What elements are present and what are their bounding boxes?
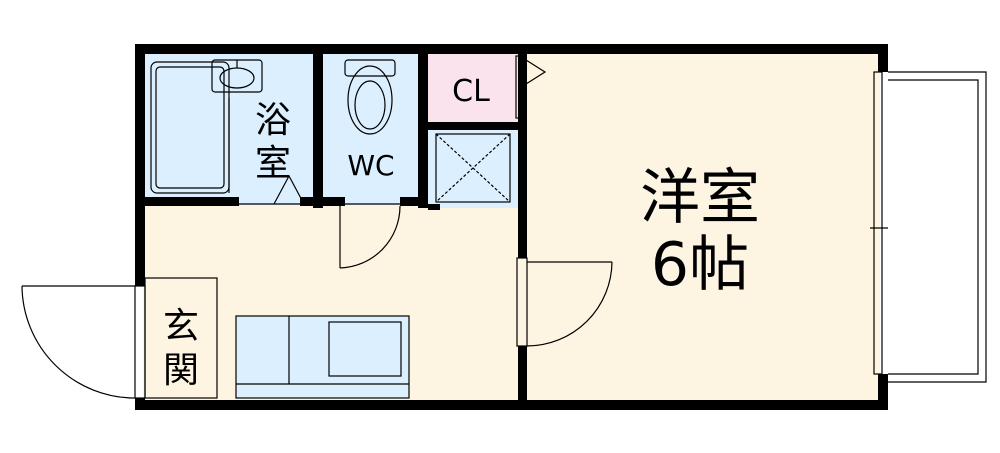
wall-left-upper xyxy=(135,44,145,286)
toilet-seat xyxy=(354,80,386,130)
entrance-door-swing xyxy=(21,285,136,399)
room-door-frame xyxy=(516,257,528,347)
closet-floor xyxy=(428,52,520,124)
wall-bath-bottom-right xyxy=(300,197,345,206)
bath-floor xyxy=(143,52,313,205)
western-room-size: 6帖 xyxy=(651,230,749,300)
bath-door xyxy=(273,174,305,205)
wall-wc-bottom-right xyxy=(400,197,428,206)
bath-label-bottom: 室 xyxy=(255,143,291,184)
wall-right-lower xyxy=(878,374,888,410)
western-room-label: 洋室 xyxy=(640,163,760,233)
balcony-outer xyxy=(888,71,987,383)
wall-right-upper xyxy=(878,44,888,72)
wall-closet-storage xyxy=(428,122,520,130)
wall-top xyxy=(135,44,888,54)
toilet-tank xyxy=(344,59,396,77)
wall-bottom xyxy=(135,400,888,410)
wall-wc-closet xyxy=(418,44,428,208)
storage-cross-2 xyxy=(435,133,511,203)
entrance-door-frame xyxy=(134,285,146,399)
storage-box xyxy=(435,133,511,203)
window-frame xyxy=(873,71,883,375)
room-door-swing xyxy=(526,261,613,347)
counter-floor xyxy=(236,316,409,398)
wc-door-swing xyxy=(339,205,401,269)
wall-room-divider-upper xyxy=(518,44,527,258)
wc-label: WC xyxy=(347,149,394,182)
balcony-inner xyxy=(888,79,979,375)
wall-bath-bottom-left xyxy=(135,197,239,206)
bath-label-top: 浴 xyxy=(255,100,291,141)
wall-bath-wc xyxy=(313,44,323,208)
entrance-label-bottom: 関 xyxy=(163,350,199,391)
western-room-floor xyxy=(520,52,880,402)
kitchen-sink xyxy=(328,321,402,377)
wall-room-divider-lower xyxy=(518,346,527,410)
closet-label: CL xyxy=(452,74,490,109)
kitchen-counter xyxy=(235,315,410,399)
wall-storage-bottom xyxy=(428,204,440,210)
toilet-bowl xyxy=(347,65,393,135)
bathtub-inner xyxy=(155,66,225,189)
closet-door xyxy=(525,59,547,85)
entrance-label-top: 玄 xyxy=(163,306,199,347)
closet-door-frame xyxy=(515,55,527,119)
wall-left-lower xyxy=(135,398,145,410)
